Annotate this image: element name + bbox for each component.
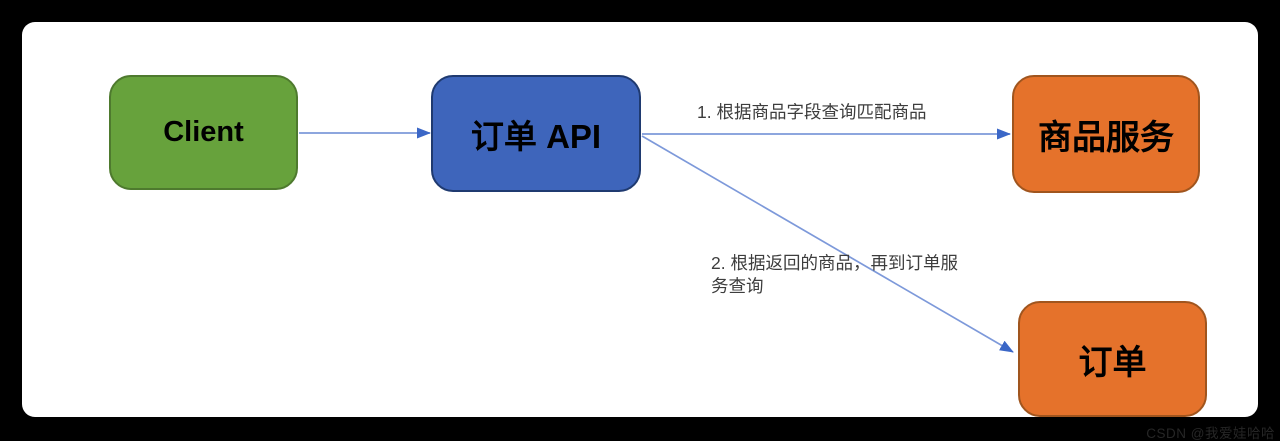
- node-order: 订单: [1018, 301, 1207, 417]
- node-order-api-label: 订单 API: [470, 117, 602, 155]
- node-client: Client: [109, 75, 298, 190]
- edge-label-query-order-service: 2. 根据返回的商品，再到订单服务查询: [711, 253, 958, 296]
- edge-label-query-products: 1. 根据商品字段查询匹配商品: [697, 102, 927, 122]
- csdn-watermark: CSDN @我爱娃哈哈: [1146, 426, 1275, 441]
- node-product-service-label: 商品服务: [1038, 118, 1174, 157]
- node-product-service: 商品服务: [1012, 75, 1200, 193]
- node-client-label: Client: [163, 116, 244, 148]
- node-order-label: 订单: [1078, 343, 1147, 382]
- node-order-api: 订单 API: [431, 75, 641, 192]
